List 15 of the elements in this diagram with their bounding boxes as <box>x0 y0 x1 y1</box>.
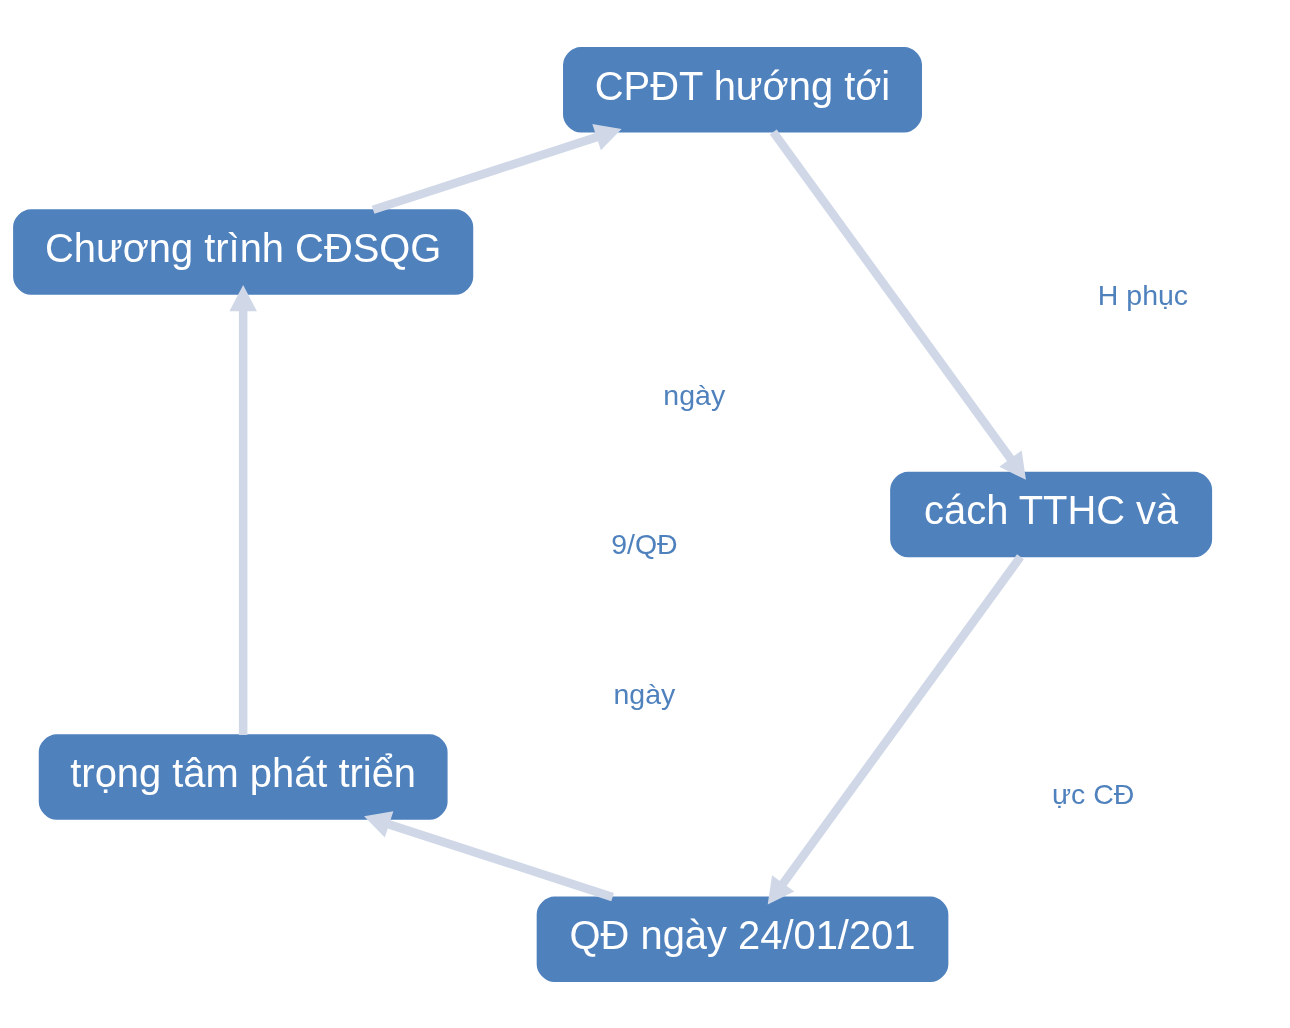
label: ực CĐ <box>1051 777 1135 810</box>
node-box: CPĐT hướng tới <box>563 46 922 132</box>
arrow <box>364 810 614 901</box>
node-box: trọng tâm phát triển <box>38 733 448 820</box>
arrow <box>767 553 1024 905</box>
arrow <box>229 284 257 735</box>
arrow <box>371 123 622 214</box>
node-box: cách TTHC và <box>890 471 1213 557</box>
label: 9/QĐ <box>611 527 678 560</box>
label: ngày <box>663 378 726 411</box>
node-box: Chương trình CĐSQG <box>13 208 474 295</box>
node-box: QĐ ngày 24/01/201 <box>536 896 949 982</box>
label: H phục <box>1097 278 1189 311</box>
arrow <box>769 129 1026 480</box>
label: ngày <box>613 677 676 710</box>
